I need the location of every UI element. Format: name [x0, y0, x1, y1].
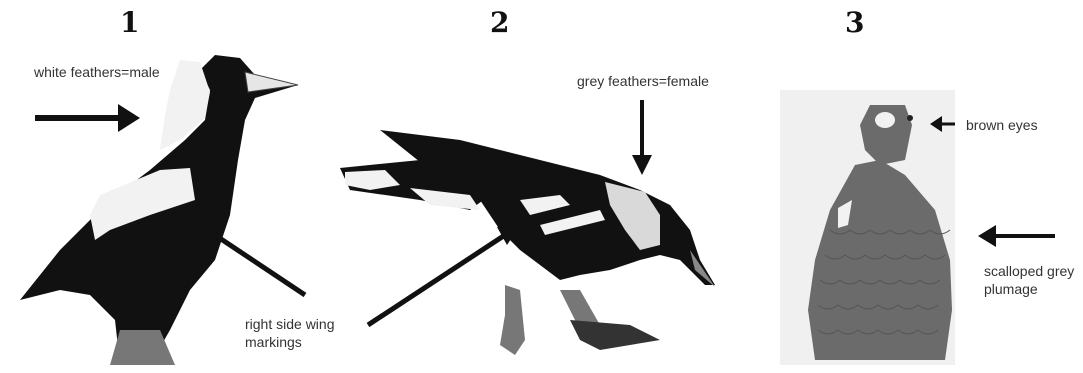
label-scalloped-grey-plumage: scalloped grey plumage	[984, 262, 1083, 298]
bird-3-juvenile	[780, 90, 955, 365]
arrow-male	[35, 104, 140, 132]
label-grey-feathers-female: grey feathers=female	[577, 72, 709, 90]
label-brown-eyes: brown eyes	[966, 116, 1038, 134]
label-white-feathers-male: white feathers=male	[34, 63, 160, 81]
arrow-plumage	[978, 225, 1055, 247]
arrow-female	[632, 100, 652, 175]
label-wing-markings: right side wing markings	[245, 315, 375, 351]
arrow-wing-2	[368, 225, 520, 325]
bird-2-female	[340, 130, 715, 355]
